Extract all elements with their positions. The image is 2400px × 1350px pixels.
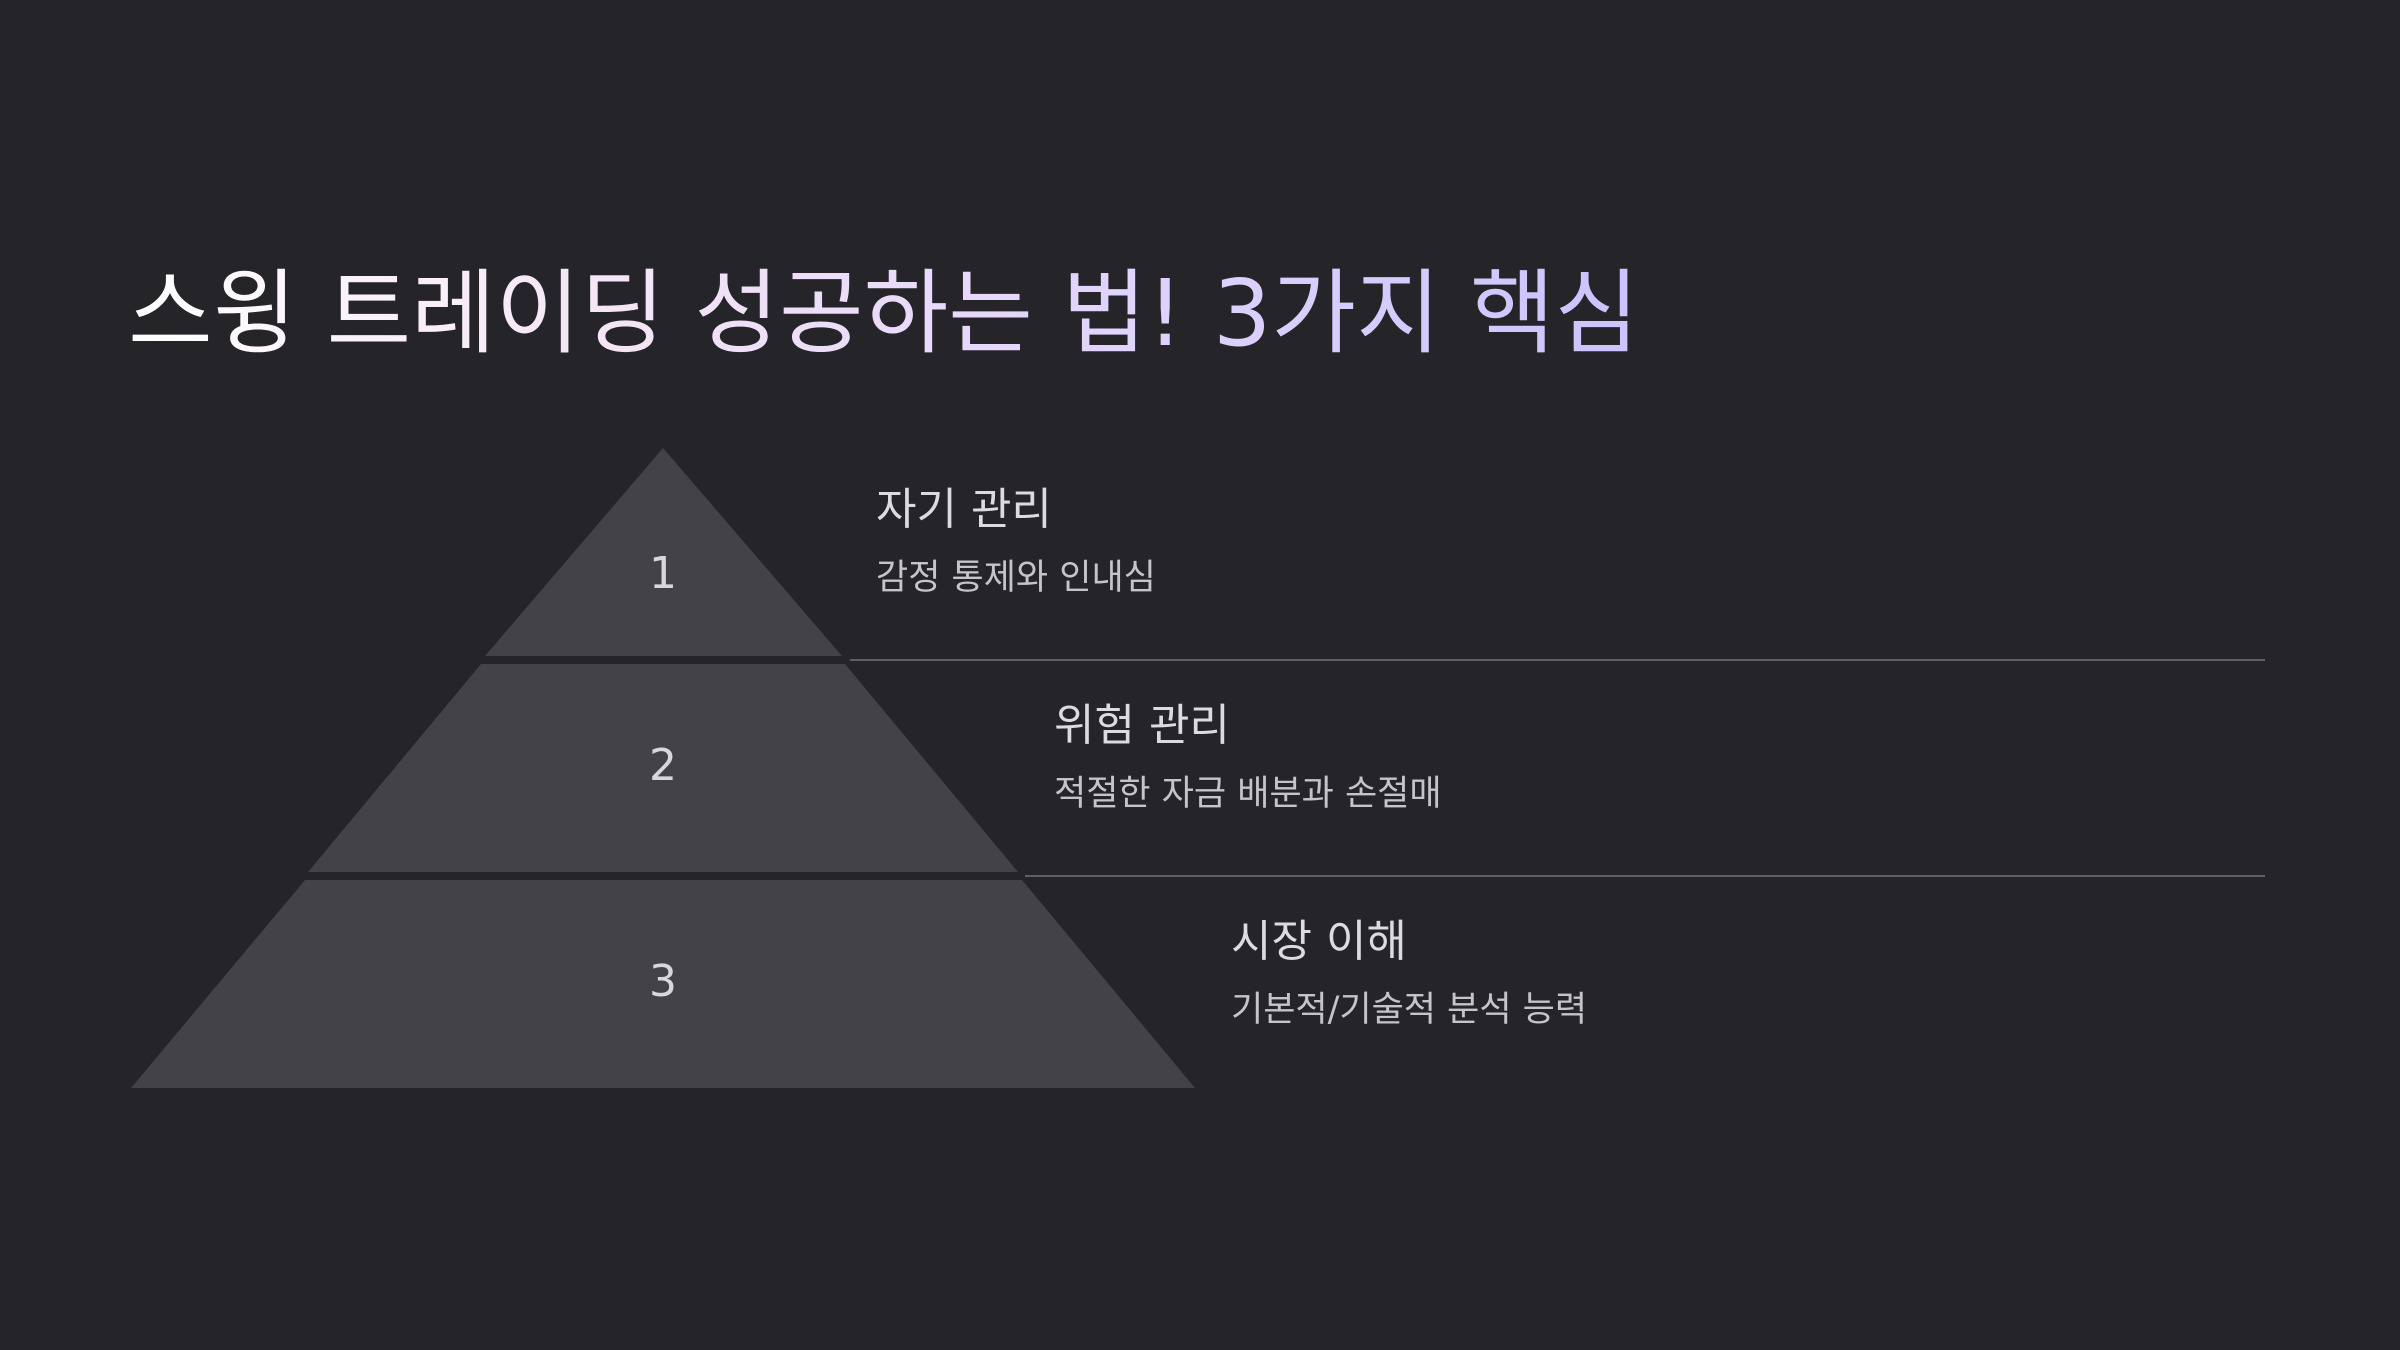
level-3-text: 시장 이해 기본적/기술적 분석 능력 [1231, 914, 1587, 1032]
level-3-description: 기본적/기술적 분석 능력 [1231, 990, 1588, 1030]
level-2-title: 위험 관리 [1054, 700, 1230, 751]
pyramid-level-2-shape [308, 664, 1018, 872]
pyramid-level-1-shape [485, 448, 842, 656]
page-title: 스윙 트레이딩 성공하는 법! 3가지 핵심 [128, 258, 1639, 370]
level-2-description: 적절한 자금 배분과 손절매 [1054, 774, 1442, 814]
pyramid-level-2-number: 2 [649, 740, 677, 791]
pyramid-level-3-shape [131, 880, 1195, 1088]
level-1-title: 자기 관리 [876, 484, 1052, 535]
level-3-title: 시장 이해 [1231, 916, 1407, 967]
pyramid-level-3-number: 3 [649, 956, 677, 1007]
level-1-description: 감정 통제와 인내심 [876, 558, 1156, 598]
level-2-text: 위험 관리 적절한 자금 배분과 손절매 [1054, 698, 1442, 816]
pyramid-level-1-number: 1 [649, 548, 677, 599]
level-1-text: 자기 관리 감정 통제와 인내심 [876, 482, 1156, 600]
